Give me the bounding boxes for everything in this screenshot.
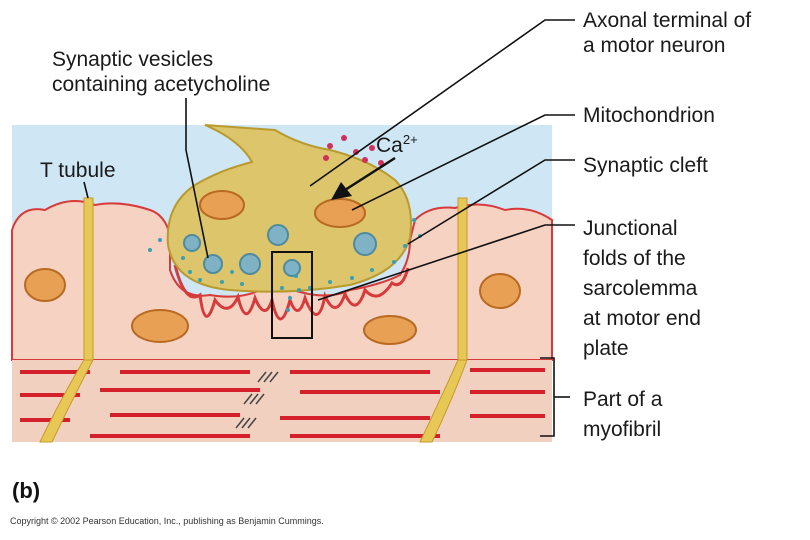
mitochondrion-5 (363, 315, 417, 345)
mitochondrion-6 (479, 273, 521, 309)
t-tubule-right (457, 197, 468, 364)
mitochondria (24, 190, 521, 345)
leader-mitochondrion (351, 114, 575, 211)
leader-junctional-folds (317, 224, 575, 301)
ca-influx-arrow (344, 156, 396, 192)
leader-synaptic-cleft (407, 159, 575, 245)
t-tubule-lower-left (39, 359, 94, 443)
copyright-notice: Copyright © 2002 Pearson Education, Inc.… (10, 516, 324, 526)
myofibril-break-marks (235, 371, 279, 429)
leader-synaptic-vesicles (185, 98, 209, 259)
label-calcium: Ca2+ (376, 132, 418, 157)
ca-influx-arrowhead (331, 182, 352, 200)
mitochondrion-3 (24, 268, 66, 302)
leader-t-tubule (83, 181, 89, 199)
leader-axonal-terminal (309, 19, 575, 187)
axon-terminal (166, 124, 412, 293)
label-myofibril: Part of a myofibril (583, 388, 663, 441)
vesicle-1 (183, 234, 201, 252)
label-mitochondrion: Mitochondrion (583, 104, 715, 127)
label-synaptic-vesicles: Synaptic vesicles containing acetycholin… (52, 48, 271, 96)
myofibril (12, 360, 552, 442)
vesicle-6 (353, 232, 377, 256)
label-junctional-folds: Junctional folds of the sarcolemma at mo… (583, 217, 701, 360)
vesicle-3 (239, 253, 261, 275)
leader-lines (83, 19, 575, 437)
mitochondrion-1 (199, 190, 245, 220)
t-tubule-left (83, 197, 94, 364)
panel-label: (b) (12, 478, 41, 503)
vesicle-5 (283, 259, 301, 277)
calcium-ions (323, 135, 384, 166)
mitochondrion-4 (131, 309, 189, 343)
vesicle-2 (203, 254, 223, 274)
vesicle-4 (267, 224, 289, 246)
magnified-region-box (271, 251, 313, 339)
label-axonal-terminal: Axonal terminal of a motor neuron (583, 9, 752, 57)
mitochondrion-2 (314, 198, 366, 228)
label-t-tubule: T tubule (40, 159, 116, 182)
t-tubule-lower-right (419, 359, 468, 443)
synaptic-vesicles (183, 224, 377, 277)
label-synaptic-cleft: Synaptic cleft (583, 154, 708, 177)
